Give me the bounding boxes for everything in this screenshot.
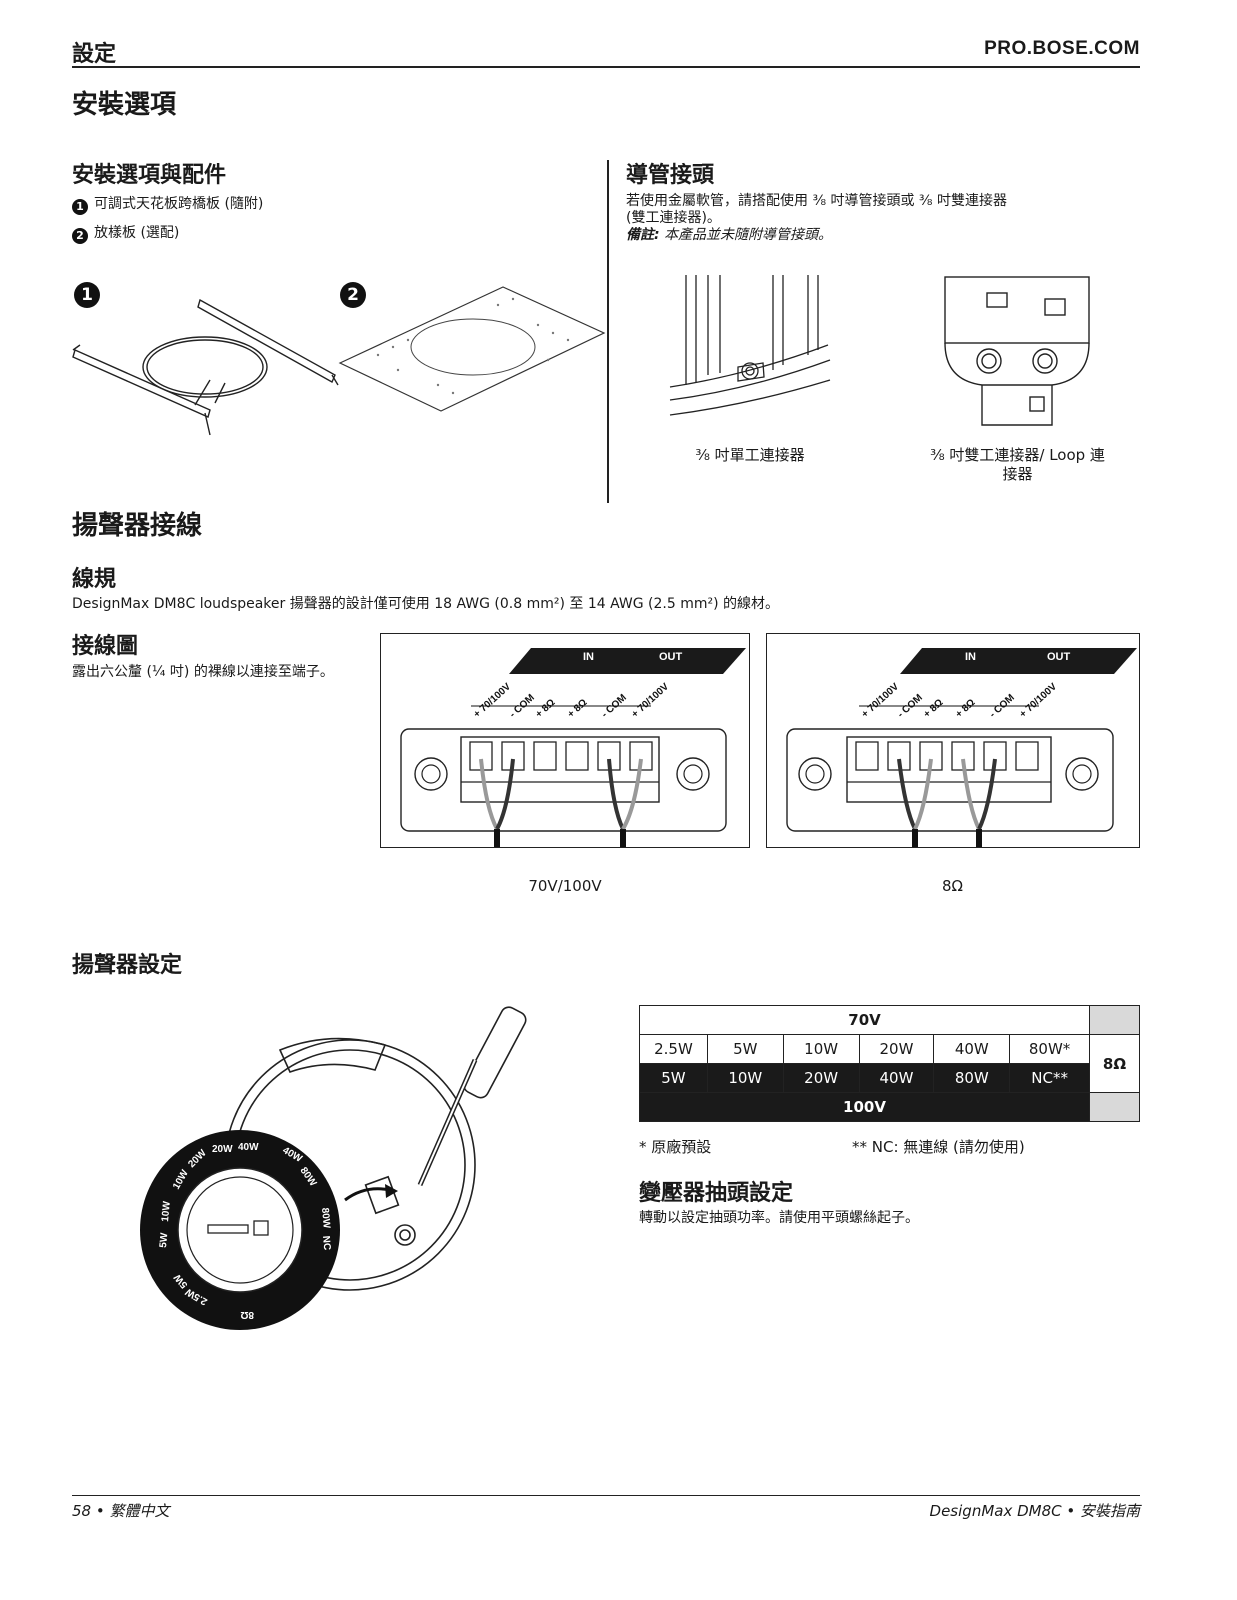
table-cell-gray xyxy=(1089,1005,1140,1035)
conduit-note-label: 備註: xyxy=(626,227,660,243)
table-cell: 20W xyxy=(858,1034,935,1064)
caption-duplex-line1: ⅜ 吋雙工連接器/ Loop 連 xyxy=(930,446,1105,464)
dial-label: 80W xyxy=(319,1207,332,1229)
table-cell: 40W xyxy=(933,1034,1011,1064)
caption-duplex-line2: 接器 xyxy=(1002,465,1033,483)
number-badge: 1 xyxy=(72,199,88,215)
terminal-label: + 70/100V xyxy=(630,681,672,720)
table-cell: 80W xyxy=(933,1063,1011,1093)
dial-label: 10W xyxy=(160,1200,173,1222)
in-label: IN xyxy=(583,651,594,663)
footer-divider xyxy=(72,1495,1140,1496)
footer-doc-title: DesignMax DM8C • 安裝指南 xyxy=(929,1502,1140,1520)
install-title: 安裝選項 xyxy=(72,90,177,120)
install-subtitle: 安裝選項與配件 xyxy=(72,163,227,188)
out-label: OUT xyxy=(659,651,683,663)
conduit-note-text: 本產品並未隨附導管接頭。 xyxy=(664,227,833,243)
number-badge: 2 xyxy=(72,228,88,244)
gauge-title: 線規 xyxy=(72,567,117,592)
header-divider xyxy=(72,66,1140,68)
table-header-70v: 70V xyxy=(638,1005,1091,1035)
install-item-1-text: 可調式天花板跨橋板 (隨附) xyxy=(94,196,264,212)
terminal-label: + 8Ω xyxy=(566,697,590,720)
wiring-panel-70v: IN OUT + 70/100V - COM + 8Ω + 8Ω - COM +… xyxy=(380,633,750,848)
note-nc: ** NC: 無連線 (請勿使用) xyxy=(852,1138,1025,1156)
table-cell: NC** xyxy=(1009,1063,1091,1093)
in-label: IN xyxy=(965,651,976,663)
diagram-text: 露出六公釐 (¼ 吋) 的裸線以連接至端子。 xyxy=(72,664,334,680)
table-cell: 40W xyxy=(858,1063,935,1093)
template-board-illustration xyxy=(338,286,606,412)
column-divider xyxy=(607,160,609,503)
install-item-2: 2 放樣板 (選配) xyxy=(72,225,179,244)
table-cell-8ohm: 8Ω xyxy=(1089,1034,1140,1093)
terminal-label: + 8Ω xyxy=(534,697,558,720)
terminal-label: + 70/100V xyxy=(1018,681,1060,720)
figure-badge-2: 2 xyxy=(340,282,366,308)
table-cell: 5W xyxy=(706,1034,784,1064)
terminal-label: + 70/100V xyxy=(860,681,902,720)
single-connector-illustration xyxy=(669,275,831,416)
out-label: OUT xyxy=(1047,651,1071,663)
table-cell: 10W xyxy=(706,1063,784,1093)
terminal-label: + 70/100V xyxy=(472,681,514,720)
tap-text: 轉動以設定抽頭功率。請使用平頭螺絲起子。 xyxy=(639,1210,919,1226)
diagram-title: 接線圖 xyxy=(72,634,139,659)
table-cell-gray xyxy=(1089,1092,1140,1122)
dial-label: 8Ω xyxy=(240,1309,254,1320)
settings-title: 揚聲器設定 xyxy=(72,953,183,978)
note-factory-default: * 原廠預設 xyxy=(639,1138,712,1156)
tap-table: 70V 2.5W 5W 10W 20W 40W 80W* 8Ω 5W 10W 2… xyxy=(638,1005,1140,1122)
gauge-text: DesignMax DM8C loudspeaker 揚聲器的設計僅可使用 18… xyxy=(72,596,780,612)
caption-70v100v: 70V/100V xyxy=(528,877,602,895)
dial-label: 40W xyxy=(238,1142,259,1153)
terminal-label: + 8Ω xyxy=(954,697,978,720)
conduit-title: 導管接頭 xyxy=(626,163,715,188)
table-footer-100v: 100V xyxy=(638,1092,1091,1122)
wiring-title: 揚聲器接線 xyxy=(72,511,203,541)
table-cell: 2.5W xyxy=(639,1034,708,1064)
install-item-2-text: 放樣板 (選配) xyxy=(94,225,180,241)
conduit-text-line1: 若使用金屬軟管，請搭配使用 ⅜ 吋導管接頭或 ⅜ 吋雙連接器 xyxy=(626,193,1007,209)
table-cell: 5W xyxy=(639,1063,708,1093)
wiring-panel-8ohm: IN OUT + 70/100V - COM + 8Ω + 8Ω - COM +… xyxy=(766,633,1140,848)
footer-page: 58 • 繁體中文 xyxy=(72,1502,170,1520)
ceiling-bracket-illustration xyxy=(72,298,339,436)
tap-dial-illustration: 20W 40W 40W 80W 80W NC 10W 20W 5W 10W 2.… xyxy=(140,1006,527,1330)
duplex-connector-illustration xyxy=(944,276,1090,426)
conduit-note: 備註: 本產品並未隨附導管接頭。 xyxy=(626,227,832,244)
dial-label: 20W xyxy=(212,1144,233,1155)
caption-single-connector: ⅜ 吋單工連接器 xyxy=(695,446,805,464)
dial-label: 5W xyxy=(158,1232,170,1248)
header-site-link[interactable]: PRO.BOSE.COM xyxy=(984,38,1140,59)
figure-badge-1: 1 xyxy=(74,282,100,308)
table-cell: 80W* xyxy=(1009,1034,1091,1064)
tap-title: 變壓器抽頭設定 xyxy=(639,1181,794,1206)
terminal-label: + 8Ω xyxy=(922,697,946,720)
conduit-text-line2: (雙工連接器)。 xyxy=(626,210,721,226)
header-section-title: 設定 xyxy=(72,42,117,67)
dial-label: NC xyxy=(320,1235,332,1250)
table-cell: 20W xyxy=(782,1063,860,1093)
install-item-1: 1 可調式天花板跨橋板 (隨附) xyxy=(72,196,263,215)
caption-8ohm: 8Ω xyxy=(941,877,963,895)
table-cell: 10W xyxy=(782,1034,860,1064)
